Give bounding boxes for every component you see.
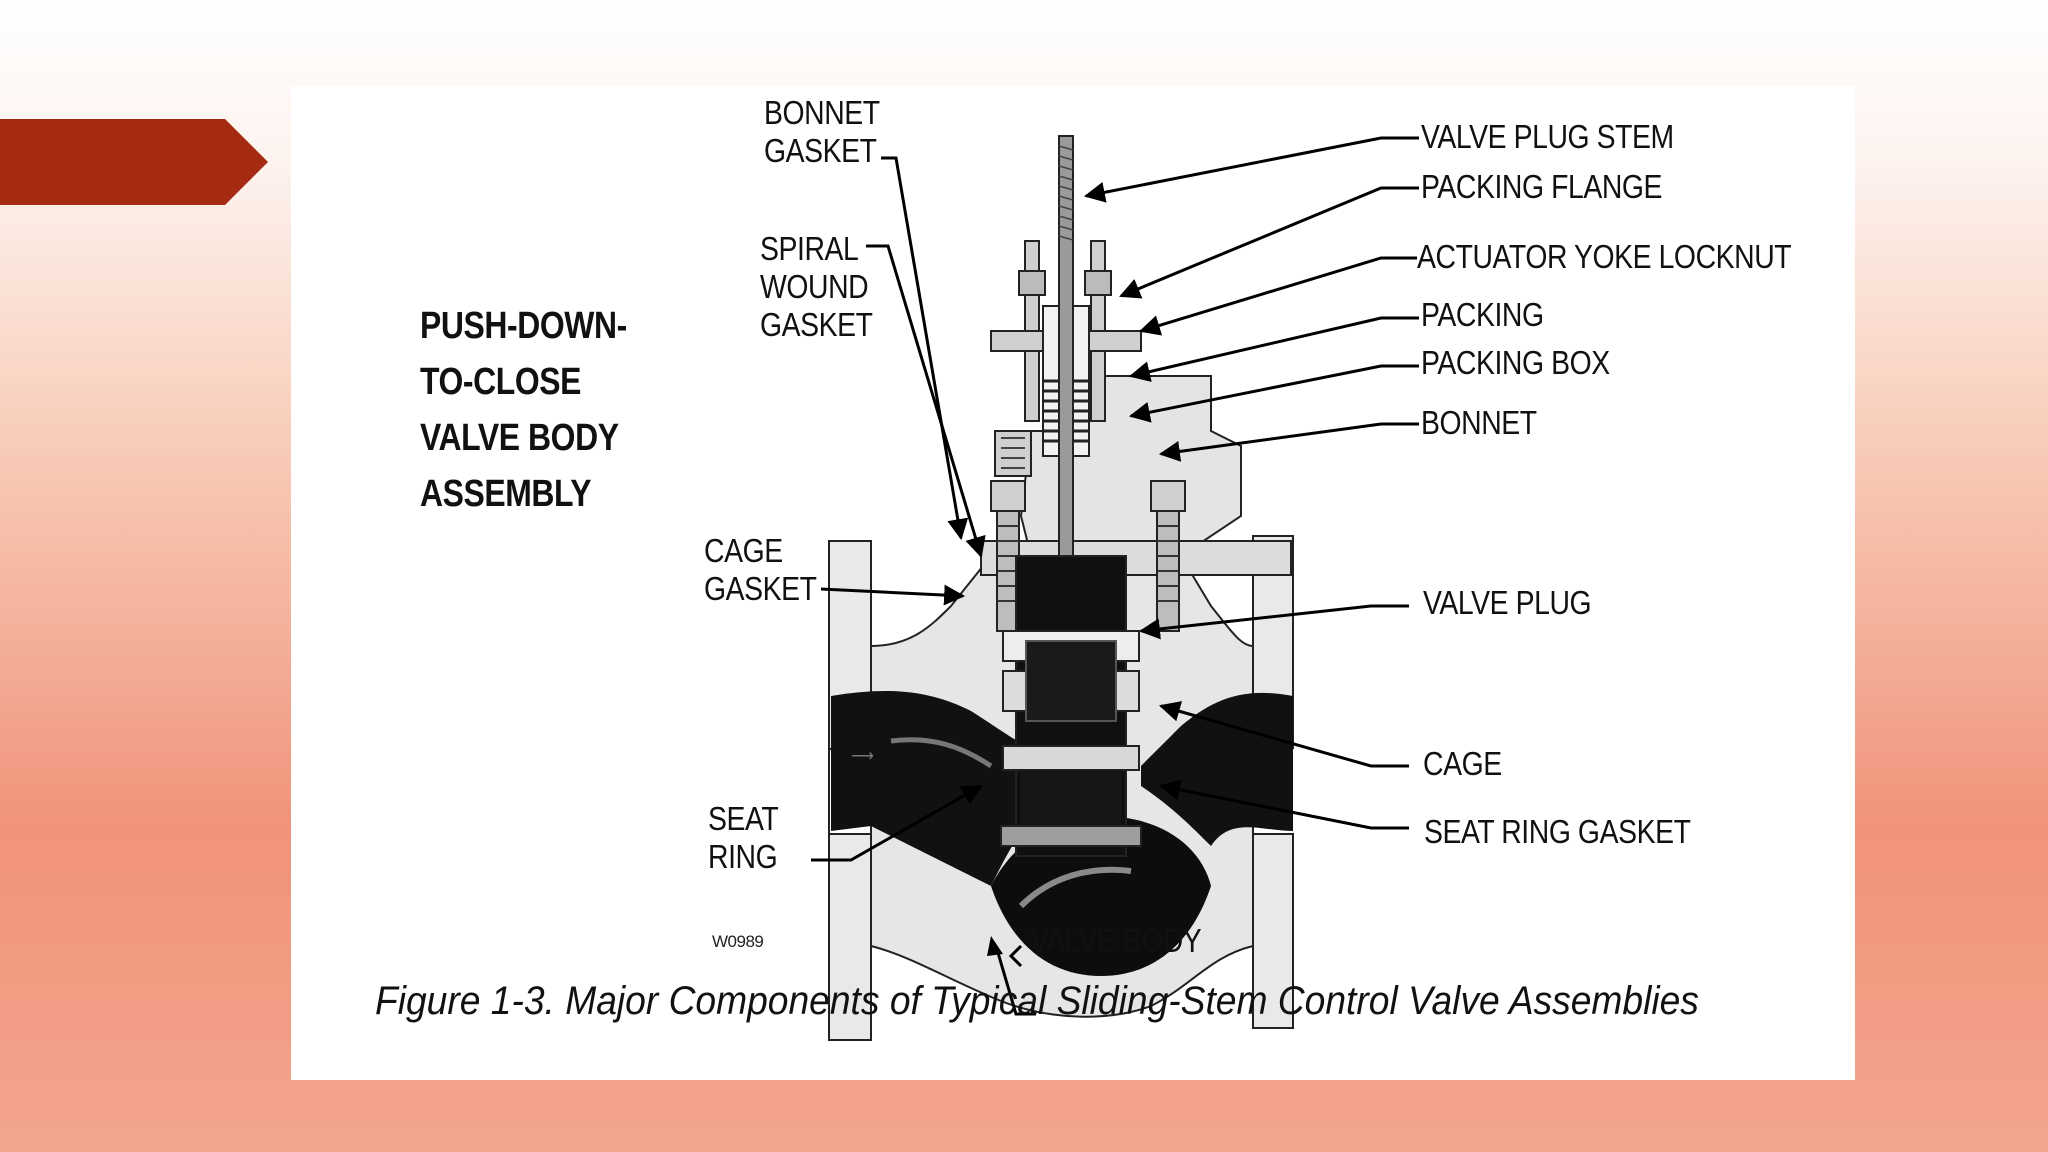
label-packing-box: PACKING BOX bbox=[1421, 344, 1610, 381]
bonnet-side-fitting bbox=[994, 430, 1032, 477]
svg-text:⟶: ⟶ bbox=[851, 748, 874, 765]
label-valve-body: VALVE BODY bbox=[1030, 922, 1202, 959]
label-packing-flange: PACKING FLANGE bbox=[1421, 168, 1663, 205]
body-bolt-right bbox=[1150, 480, 1186, 632]
valve-cross-section-diagram: ⟶ bbox=[811, 135, 1419, 1041]
valve-body-leader bbox=[994, 945, 1036, 1016]
cage-and-plug bbox=[1000, 555, 1142, 857]
label-bonnet-gasket: BONNET GASKET bbox=[764, 94, 880, 169]
leader-lines-right bbox=[1083, 136, 1419, 830]
label-bonnet: BONNET bbox=[1421, 404, 1537, 441]
label-valve-plug: VALVE PLUG bbox=[1423, 584, 1592, 621]
figure-code: W0989 bbox=[712, 932, 764, 951]
packing-flange-studs bbox=[990, 240, 1142, 422]
slide-accent-arrow bbox=[0, 119, 268, 205]
body-bolt-left bbox=[990, 480, 1026, 632]
label-cage: CAGE bbox=[1423, 745, 1502, 782]
leader-lines-left bbox=[811, 156, 1023, 968]
figure-caption: Figure 1-3. Major Components of Typical … bbox=[375, 979, 1699, 1023]
label-packing: PACKING bbox=[1421, 296, 1544, 333]
figure-panel: ⟶ bbox=[291, 86, 1855, 1080]
assembly-title: PUSH-DOWN- TO-CLOSE VALVE BODY ASSEMBLY bbox=[420, 305, 627, 515]
label-cage-gasket: CAGE GASKET bbox=[704, 532, 817, 607]
label-seat-ring-gasket: SEAT RING GASKET bbox=[1424, 813, 1691, 850]
label-valve-plug-stem: VALVE PLUG STEM bbox=[1421, 118, 1674, 155]
label-actuator-yoke-locknut: ACTUATOR YOKE LOCKNUT bbox=[1417, 238, 1792, 275]
label-seat-ring: SEAT RING bbox=[708, 800, 779, 875]
outlet-passage bbox=[1141, 692, 1293, 846]
label-spiral-wound-gasket: SPIRAL WOUND GASKET bbox=[760, 230, 873, 343]
